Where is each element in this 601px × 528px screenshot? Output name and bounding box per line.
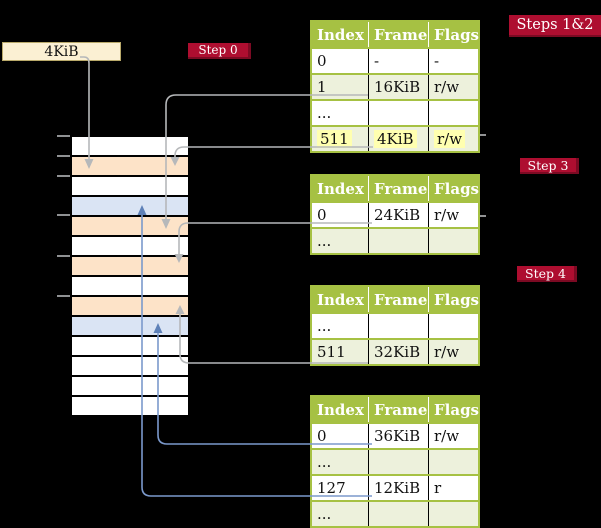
cell-frame: 12KiB bbox=[368, 476, 428, 500]
table-row: 0 - - bbox=[312, 47, 478, 73]
memory-frame-row bbox=[72, 317, 188, 335]
table-row: 0 36KiB r/w bbox=[312, 422, 478, 448]
cell-frame bbox=[368, 101, 428, 125]
table-row: ... bbox=[312, 312, 478, 338]
badge-steps-1-2: Steps 1&2 bbox=[509, 15, 601, 37]
badge-step-0: Step 0 bbox=[188, 43, 251, 59]
page-table-steps-1-2: Index Frame Flags 0 - - 1 16KiB r/w ... … bbox=[310, 20, 480, 153]
cell-flags bbox=[428, 314, 478, 338]
cell-index: 0 bbox=[317, 427, 327, 445]
cell-index: 511 bbox=[317, 343, 346, 361]
memory-frame-row bbox=[72, 137, 188, 155]
memory-frame-row bbox=[72, 237, 188, 255]
page-table-step-3: Index Frame Flags 0 24KiB r/w ... bbox=[310, 174, 480, 255]
table-header-row: Index Frame Flags bbox=[312, 176, 479, 201]
cell-frame bbox=[368, 229, 428, 253]
page-table-step-4: Index Frame Flags ... 511 32KiB r/w bbox=[310, 285, 480, 366]
cell-flags: r/w bbox=[428, 127, 478, 151]
cell-frame: - bbox=[368, 49, 428, 73]
memory-frame-row bbox=[72, 277, 188, 295]
memory-frame-row bbox=[72, 377, 188, 395]
badge-step-4: Step 4 bbox=[517, 266, 577, 282]
root-table-address-label: 4KiB bbox=[44, 43, 79, 60]
cell-frame: 4KiB bbox=[368, 127, 428, 151]
table-row: 511 32KiB r/w bbox=[312, 338, 478, 364]
cell-index: 127 bbox=[317, 479, 346, 497]
address-tick bbox=[57, 155, 70, 157]
cell-index: ... bbox=[317, 505, 332, 523]
column-header-index: Index bbox=[317, 25, 364, 44]
column-header-flags: Flags bbox=[428, 287, 479, 312]
cell-index: 1 bbox=[317, 78, 327, 96]
cell-flags bbox=[428, 450, 478, 474]
column-header-flags: Flags bbox=[428, 397, 479, 422]
column-header-frame: Frame bbox=[368, 397, 428, 422]
cell-index: ... bbox=[317, 317, 332, 335]
cell-frame bbox=[368, 314, 428, 338]
cell-flags bbox=[428, 502, 478, 526]
table-row: ... bbox=[312, 500, 478, 526]
column-header-frame: Frame bbox=[368, 176, 428, 201]
table-row: ... bbox=[312, 227, 478, 253]
badge-step-4-label: Step 4 bbox=[525, 265, 566, 281]
table-header-row: Index Frame Flags bbox=[312, 397, 479, 422]
badge-step-0-label: Step 0 bbox=[198, 43, 238, 57]
address-tick bbox=[57, 135, 70, 137]
column-header-index: Index bbox=[317, 290, 364, 309]
cell-flags: r/w bbox=[428, 424, 478, 448]
root-table-address-box: 4KiB bbox=[2, 42, 121, 61]
cell-frame bbox=[368, 450, 428, 474]
cell-flags: r/w bbox=[428, 75, 478, 99]
table-row-highlighted: 511 4KiB r/w bbox=[312, 125, 478, 151]
memory-frame-row bbox=[72, 177, 188, 195]
table-header-row: Index Frame Flags bbox=[312, 22, 479, 47]
cell-frame: 16KiB bbox=[368, 75, 428, 99]
cell-flags: r/w bbox=[428, 340, 478, 364]
memory-frame-row bbox=[72, 297, 188, 315]
column-header-index: Index bbox=[317, 400, 364, 419]
cell-flags bbox=[428, 229, 478, 253]
column-header-flags: Flags bbox=[428, 176, 479, 201]
table-row: ... bbox=[312, 99, 478, 125]
cell-frame: 32KiB bbox=[368, 340, 428, 364]
cell-index: ... bbox=[317, 104, 332, 122]
cell-frame: 36KiB bbox=[368, 424, 428, 448]
cell-index: 511 bbox=[312, 127, 368, 151]
column-header-flags: Flags bbox=[428, 22, 479, 47]
cell-index: 0 bbox=[317, 206, 327, 224]
address-tick bbox=[57, 295, 70, 297]
address-tick bbox=[57, 214, 70, 216]
address-tick bbox=[57, 255, 70, 257]
table-header-row: Index Frame Flags bbox=[312, 287, 479, 312]
column-header-frame: Frame bbox=[368, 22, 428, 47]
memory-frame-row bbox=[72, 217, 188, 235]
column-header-index: Index bbox=[317, 179, 364, 198]
memory-frame-row bbox=[72, 257, 188, 275]
badge-step-3: Step 3 bbox=[520, 158, 579, 174]
cell-flags bbox=[428, 101, 478, 125]
cell-flags: r bbox=[428, 476, 478, 500]
memory-frame-row bbox=[72, 157, 188, 175]
badge-steps-1-2-label: Steps 1&2 bbox=[516, 17, 594, 33]
cell-flags: r/w bbox=[428, 203, 478, 227]
cell-frame: 24KiB bbox=[368, 203, 428, 227]
table-row: 127 12KiB r bbox=[312, 474, 478, 500]
physical-memory-column bbox=[70, 137, 190, 417]
cell-frame bbox=[368, 502, 428, 526]
column-header-frame: Frame bbox=[368, 287, 428, 312]
table-row: ... bbox=[312, 448, 478, 474]
memory-frame-row bbox=[72, 357, 188, 375]
table-row: 1 16KiB r/w bbox=[312, 73, 478, 99]
memory-frame-row bbox=[72, 397, 188, 415]
table-row: 0 24KiB r/w bbox=[312, 201, 478, 227]
cell-index: 0 bbox=[317, 52, 327, 70]
memory-frame-row bbox=[72, 337, 188, 355]
cell-index: ... bbox=[317, 453, 332, 471]
address-tick bbox=[57, 175, 70, 177]
cell-flags: - bbox=[428, 49, 478, 73]
badge-step-3-label: Step 3 bbox=[527, 157, 569, 173]
page-table-final-level: Index Frame Flags 0 36KiB r/w ... 127 12… bbox=[310, 395, 480, 528]
memory-frame-row bbox=[72, 197, 188, 215]
cell-index: ... bbox=[317, 232, 332, 250]
